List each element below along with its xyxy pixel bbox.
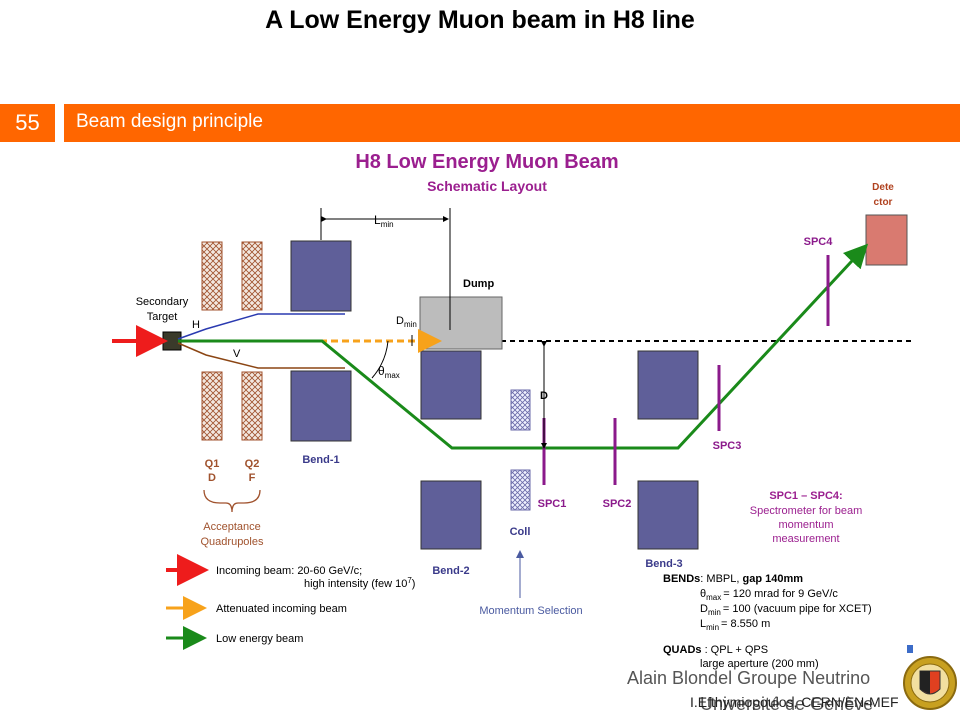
spec-quads-2: large aperture (200 mm): [700, 658, 819, 670]
diagram-subheading: Schematic Layout: [427, 178, 547, 194]
collimator-upper: [510, 389, 531, 431]
bend3-label: Bend-3: [645, 558, 682, 570]
acceptance-brace: [203, 489, 261, 513]
spc-note-4: measurement: [772, 533, 839, 545]
slide-title: A Low Energy Muon beam in H8 line: [265, 6, 695, 34]
bend1-upper: [290, 240, 352, 312]
slide-number: 55: [0, 104, 55, 142]
diagram-heading: H8 Low Energy Muon Beam: [355, 151, 618, 173]
bend1-label: Bend-1: [302, 454, 339, 466]
spc3-label: SPC3: [713, 440, 742, 452]
quad-q1-upper: [201, 241, 223, 311]
h-trajectory: [177, 313, 345, 340]
spc-note-3: momentum: [778, 519, 833, 531]
section-title: Beam design principle: [76, 111, 263, 132]
spc-note-1: SPC1 – SPC4:: [769, 490, 842, 502]
quad-q1-lower: [201, 371, 223, 441]
dump-label: Dump: [463, 278, 494, 290]
momentum-selection-label: Momentum Selection: [479, 605, 582, 617]
spc1-label: SPC1: [538, 498, 567, 510]
detector-box: [865, 214, 908, 266]
footer-author: Alain Blondel Groupe Neutrino: [627, 668, 871, 688]
h-label: H: [192, 319, 200, 331]
section-bar: Beam design principle: [64, 104, 960, 142]
acceptance-label-2: Quadrupoles: [201, 536, 264, 548]
bend2-label: Bend-2: [432, 565, 469, 577]
theta-arc: [371, 340, 389, 379]
footer-credit: I.Efthymiopoulos, CERN/EN-MEF: [690, 694, 899, 710]
spec-lmin: Lmin= 8.550 m: [700, 618, 770, 632]
spec-theta: θmax= 120 mrad for 9 GeV/c: [700, 588, 838, 602]
detector-label-2: ctor: [874, 197, 893, 208]
legend-incoming-2: high intensity (few 107): [304, 576, 415, 590]
bend2-lower: [420, 480, 482, 550]
spc4-label: SPC4: [804, 236, 834, 248]
spc-note-2: Spectrometer for beam: [750, 505, 863, 517]
dmin-label: Dmin: [396, 315, 417, 329]
q1-label-1: Q1: [205, 458, 220, 470]
bend2-upper: [420, 350, 482, 420]
quad-q2-lower: [241, 371, 263, 441]
detector-label-1: Dete: [872, 182, 894, 193]
v-label: V: [233, 348, 241, 360]
collimator-lower: [510, 469, 531, 511]
spec-quads: QUADs : QPL + QPS: [663, 644, 768, 656]
acceptance-label-1: Acceptance: [203, 521, 260, 533]
q2-label-2: F: [249, 472, 256, 484]
spec-dmin: Dmin= 100 (vacuum pipe for XCET): [700, 603, 872, 617]
d-label: D: [540, 390, 548, 402]
coll-label: Coll: [510, 526, 531, 538]
theta-label: θmax: [378, 364, 400, 380]
quad-q2-upper: [241, 241, 263, 311]
bend3-lower: [637, 480, 699, 550]
lmin-label: Lmin: [374, 213, 394, 229]
bend1-lower: [290, 370, 352, 442]
secondary-target-label-1: Secondary: [136, 296, 189, 308]
secondary-target-label-2: Target: [147, 311, 178, 323]
v-trajectory: [177, 342, 345, 369]
legend-incoming-1: Incoming beam: 20-60 GeV/c;: [216, 565, 362, 577]
q1-label-2: D: [208, 472, 216, 484]
bend3-upper: [637, 350, 699, 420]
low-energy-beam: [178, 243, 869, 450]
legend-attenuated: Attenuated incoming beam: [216, 603, 347, 615]
spec-bends: BENDs: MBPL, gap 140mm: [663, 573, 803, 585]
university-seal-logo: [903, 645, 957, 710]
footer-university: Université de Genève: [700, 694, 874, 714]
spc2-label: SPC2: [603, 498, 632, 510]
legend-low-energy: Low energy beam: [216, 633, 303, 645]
q2-label-1: Q2: [245, 458, 260, 470]
